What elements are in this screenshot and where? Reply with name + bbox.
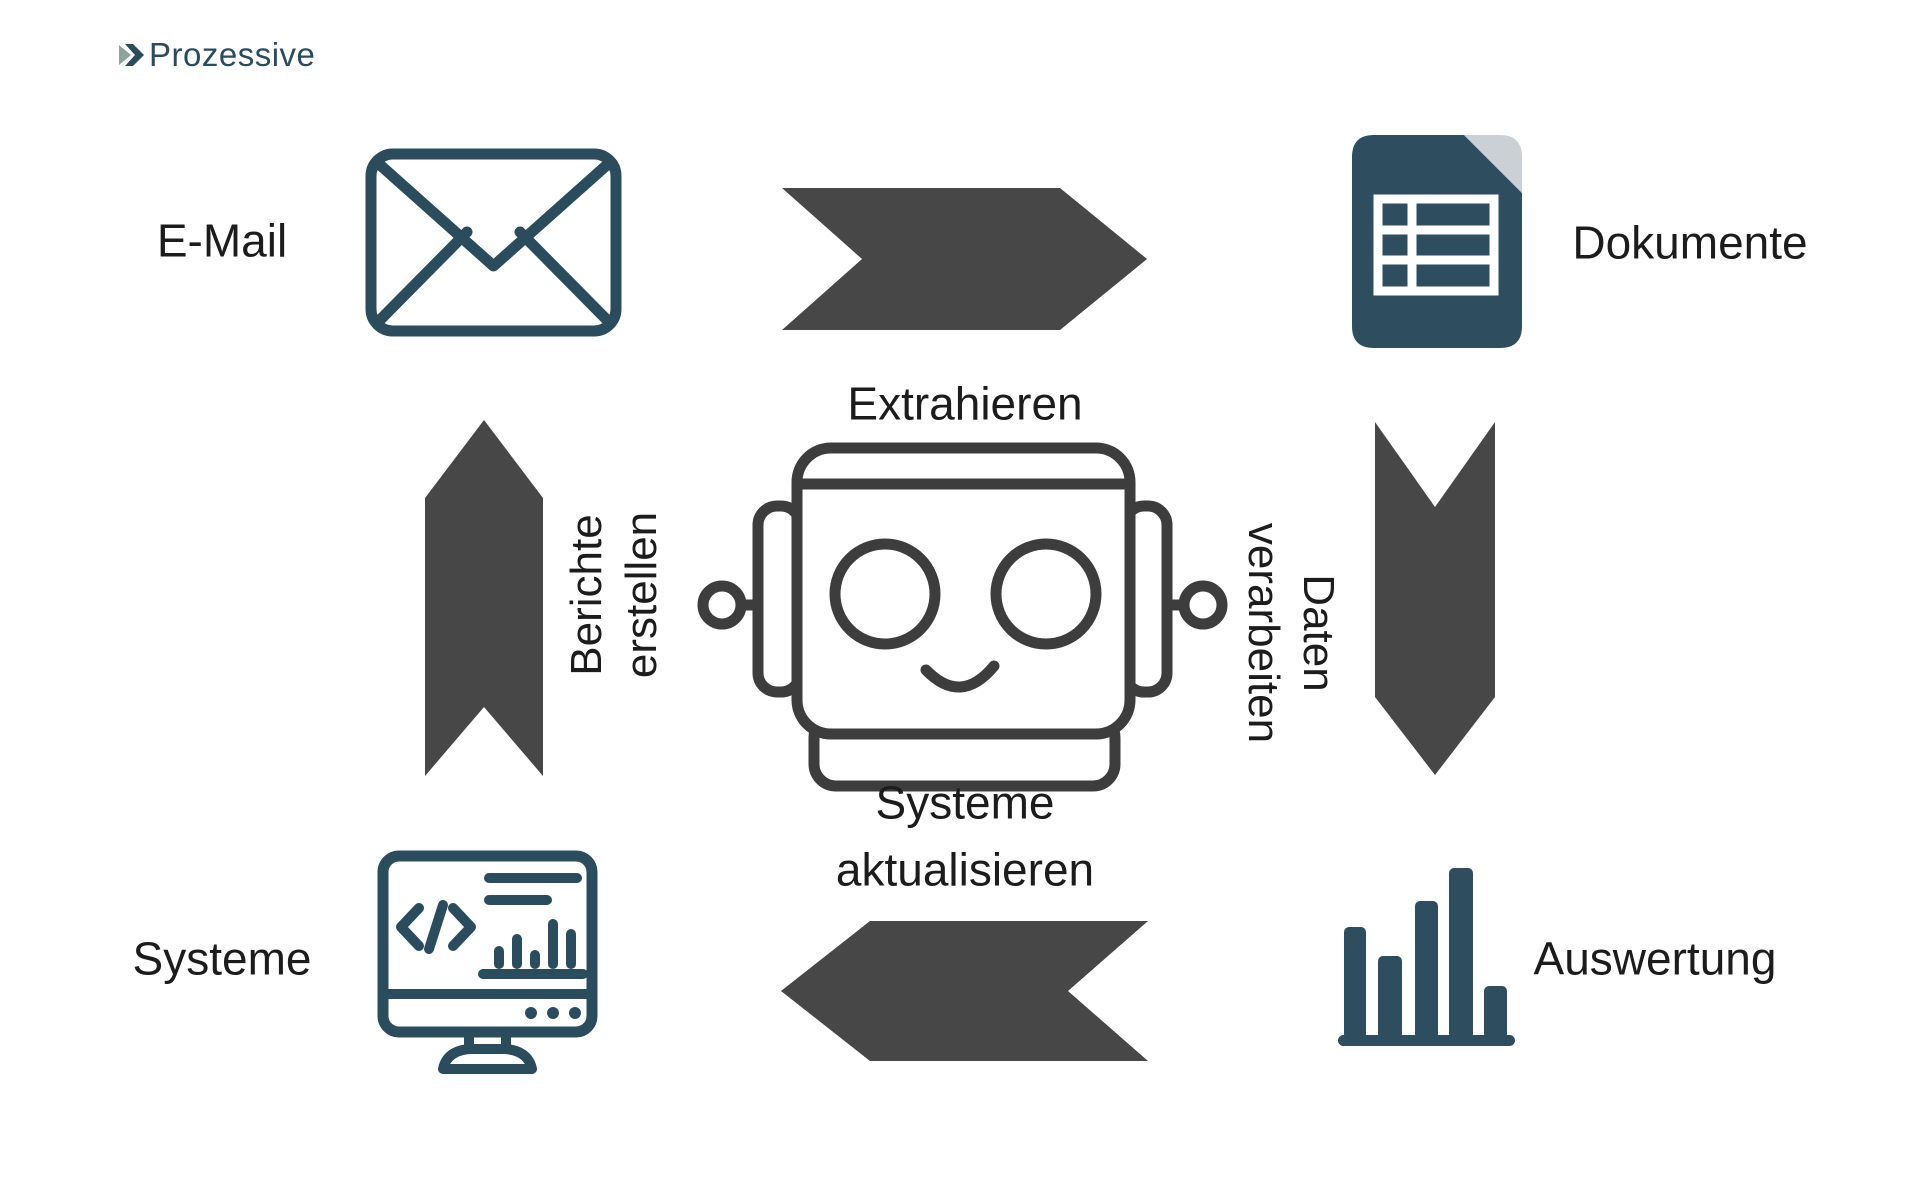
- robot-icon: [697, 442, 1228, 792]
- arrow-left-update-icon: [781, 921, 1148, 1061]
- create-reports-step-label: Berichte erstellen: [559, 512, 669, 678]
- logo: Prozessive: [116, 36, 315, 74]
- bar-chart-icon: [1338, 868, 1515, 1046]
- update-systems-step-label: Systeme aktualisieren: [836, 769, 1094, 902]
- arrow-right-extract-icon: [782, 188, 1147, 330]
- logo-text: Prozessive: [149, 36, 316, 73]
- update-systems-line1: Systeme: [875, 776, 1055, 829]
- documents-label: Dokumente: [1572, 216, 1808, 269]
- extract-step-label: Extrahieren: [847, 377, 1083, 430]
- document-table-icon: [1352, 135, 1522, 348]
- email-label: E-Mail: [156, 214, 288, 267]
- envelope-icon: [365, 148, 622, 337]
- process-data-line1: Daten: [1294, 574, 1343, 692]
- systems-label: Systeme: [132, 932, 312, 985]
- process-data-line2: verarbeiten: [1239, 522, 1288, 744]
- create-reports-line1: Berichte: [562, 514, 611, 676]
- monitor-code-icon: [377, 850, 598, 1074]
- arrow-down-process-icon: [1375, 422, 1495, 775]
- logo-chevron-icon: [119, 44, 144, 66]
- create-reports-line2: erstellen: [617, 511, 666, 679]
- update-systems-line2: aktualisieren: [835, 843, 1095, 895]
- analysis-label: Auswertung: [1533, 932, 1777, 985]
- process-data-step-label: Daten verarbeiten: [1236, 523, 1346, 743]
- arrow-up-reports-icon: [425, 420, 543, 776]
